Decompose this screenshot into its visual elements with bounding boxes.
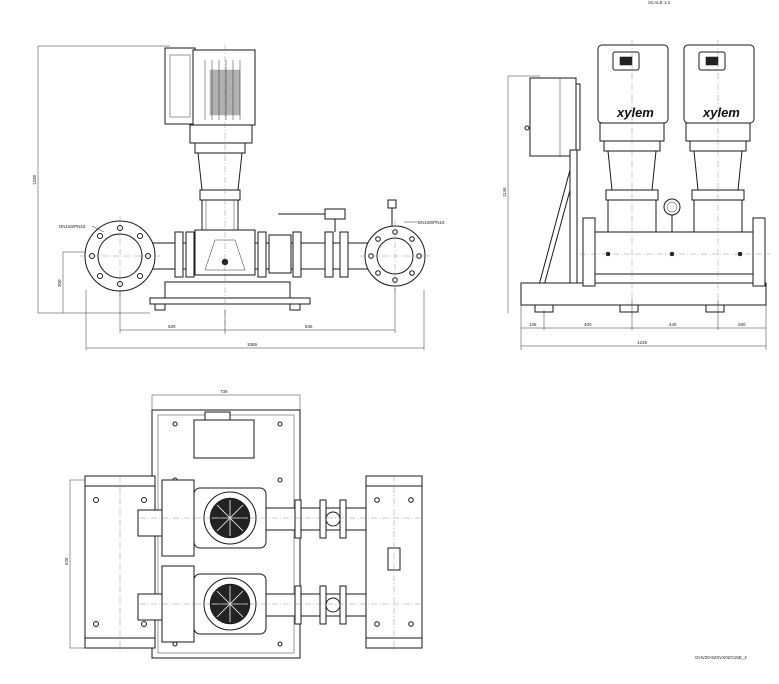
top-dim-depth: 620 [64,557,69,565]
front-dim-axis-height: 300 [57,279,62,287]
pressure-gauge [663,198,681,216]
pump-2-top [140,565,420,643]
pump-1-top [140,479,420,557]
brand-right: xylem [702,105,740,120]
flange-left-label: DN150/PN16 [59,224,86,229]
side-dim-b: 400 [584,322,592,327]
motor-housing [192,49,256,126]
side-dim-a: 136 [529,322,537,327]
front-dim-right: 846 [305,324,313,329]
front-dim-total: 1089 [247,342,258,347]
pump-1: xylem [597,40,669,300]
side-dim-height: 1146 [502,187,507,197]
flange-right-label: DN150/PN16 [418,220,445,225]
scale-label: SCALE 1:1 [648,0,671,5]
side-view: 1146 xylem [502,40,770,350]
control-box-top [193,419,255,459]
front-view: 1338 300 [32,45,445,350]
front-dim-left: 529 [168,324,176,329]
side-base [520,282,767,306]
drawing-code: GHV20-92SVX02G15E_4 [695,655,747,660]
control-panel [529,77,577,157]
pump-2: xylem [683,40,755,300]
top-view: 739 620 [64,389,423,659]
front-dim-height: 1338 [32,174,37,185]
top-dim-width: 739 [220,389,228,394]
side-dim-total: 1235 [637,340,648,345]
side-dim-d: 260 [738,322,746,327]
motor-control-box [164,47,196,125]
side-dim-c: 440 [669,322,677,327]
brand-left: xylem [616,105,654,120]
